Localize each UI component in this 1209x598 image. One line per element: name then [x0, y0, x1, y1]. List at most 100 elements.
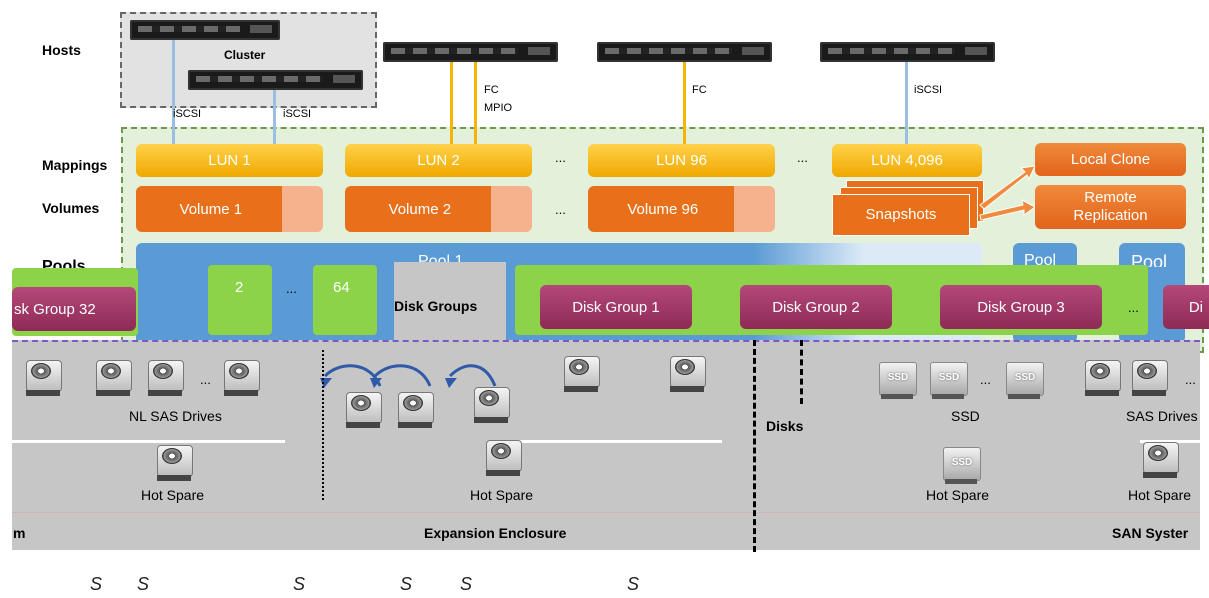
host-server-fc-mpio: [383, 42, 558, 62]
bottom-s-1: S: [90, 574, 103, 594]
disk-group-ellipsis: ...: [1128, 300, 1139, 315]
bottom-s-5: S: [460, 574, 473, 594]
nl-sas-drive-4: [222, 358, 260, 398]
bottom-s-6: S: [627, 574, 640, 594]
ssd-hot-spare: SSD: [942, 445, 981, 485]
hot-spare-drive-1: [155, 443, 193, 483]
fc-link-a: [450, 62, 453, 146]
volumes-row-label: Volumes: [42, 200, 100, 216]
expansion-drive-1: [344, 390, 382, 430]
pool-2-label: Pool: [1024, 252, 1057, 265]
iscsi-link-2: [273, 90, 276, 146]
disk-group-cut: Di: [1163, 285, 1209, 329]
disks-label: Disks: [766, 418, 804, 434]
link-label-iscsi-3: iSCSI: [914, 84, 943, 96]
link-label-iscsi-2: iSCSI: [283, 108, 312, 120]
enclosure-divider-mid: [500, 440, 722, 443]
volume-1-label: Volume 1: [179, 200, 243, 218]
snapshot-arrows: [979, 165, 1036, 221]
bottom-s-3: S: [293, 574, 306, 594]
fc-link-c: [683, 62, 686, 146]
iscsi-link-3: [905, 62, 908, 146]
lun-4096: LUN 4,096: [832, 144, 982, 177]
disk-group-1: Disk Group 1: [540, 285, 692, 329]
volume-1: Volume 1: [136, 186, 323, 232]
ssd-drive-3-text: SSD: [1006, 362, 1044, 396]
cluster-label: Cluster: [224, 48, 266, 62]
dashed-purple-line: [12, 340, 1200, 342]
volume-2-label: Volume 2: [388, 200, 452, 218]
disk-group-small-64-label: 64: [333, 279, 350, 296]
mappings-row-label: Mappings: [42, 157, 108, 173]
dg1-drive-1: [562, 354, 600, 394]
disk-group-small-64: [313, 265, 377, 335]
sas-drive-2: [1130, 358, 1168, 398]
link-label-iscsi-1: iSCSI: [173, 108, 202, 120]
disk-group-3: Disk Group 3: [940, 285, 1102, 329]
ssd-drive-3: SSD: [1005, 360, 1044, 400]
hot-spare-label-1: Hot Spare: [141, 487, 205, 503]
volume-ellipsis: ...: [555, 202, 566, 217]
iscsi-link-1: [172, 40, 175, 146]
local-clone: Local Clone: [1035, 143, 1186, 176]
nl-sas-drive-3: [146, 358, 184, 398]
hosts-row-label: Hosts: [42, 42, 81, 58]
expansion-drive-2: [396, 390, 434, 430]
volume-2: Volume 2: [345, 186, 532, 232]
nl-sas-drive-2: [94, 358, 132, 398]
lun-ellipsis-2: ...: [797, 150, 808, 165]
hot-spare-label-3: Hot Spare: [926, 487, 990, 503]
enclosure-divider-right: [1140, 440, 1200, 443]
hot-spare-drive-2: [484, 438, 522, 478]
disk-group-small-2-label: 2: [235, 279, 244, 296]
enclosure-dotted-bottom: [12, 512, 1200, 513]
disk-groups-label: Disk Groups: [394, 298, 478, 314]
fc-link-b: [474, 62, 477, 146]
volume-96: Volume 96: [588, 186, 775, 232]
link-label-fc-2: FC: [692, 84, 707, 96]
expansion-dotted-line: [322, 350, 324, 500]
link-label-mpio: MPIO: [484, 102, 513, 114]
volume-96-label: Volume 96: [627, 200, 699, 218]
enclosure-label-middle: Expansion Enclosure: [424, 525, 567, 541]
pool-3-label: Pool: [1131, 252, 1168, 267]
lun-2: LUN 2: [345, 144, 532, 177]
sas-drive-1: [1083, 358, 1121, 398]
remote-replication: Remote Replication: [1035, 185, 1186, 229]
disk-groups-callout: [394, 262, 506, 354]
link-label-fc: FC: [484, 84, 499, 96]
ssd-hot-spare-text: SSD: [943, 447, 981, 481]
ssd-drive-1-text: SSD: [879, 362, 917, 396]
ssd-drive-1: SSD: [878, 360, 917, 400]
disks-separator: [753, 340, 756, 552]
nl-sas-ellipsis: ...: [200, 372, 211, 387]
lun-ellipsis-1: ...: [555, 150, 566, 165]
snapshots: Snapshots: [832, 194, 970, 236]
enclosure-label-left: m: [13, 525, 26, 541]
host-server-fc: [597, 42, 772, 62]
disk-group-32: sk Group 32: [12, 287, 136, 331]
nl-sas-label: NL SAS Drives: [129, 408, 222, 424]
expansion-drive-3: [472, 385, 510, 425]
lun-96: LUN 96: [588, 144, 775, 177]
ssd-ellipsis: ...: [980, 372, 991, 387]
ssd-label: SSD: [951, 408, 980, 424]
lun-1: LUN 1: [136, 144, 323, 177]
enclosure-area: [12, 340, 1200, 550]
enclosure-label-right: SAN Syster: [1112, 525, 1189, 541]
bottom-s-2: S: [137, 574, 150, 594]
hot-spare-label-2: Hot Spare: [470, 487, 534, 503]
sas-ellipsis: ...: [1185, 372, 1196, 387]
disk-group-2: Disk Group 2: [740, 285, 892, 329]
cluster-server-2: [188, 70, 363, 90]
dg1-drive-2: [668, 354, 706, 394]
disk-group-small-2: [208, 265, 272, 335]
cluster-server-1: [130, 20, 280, 40]
ssd-drive-2-text: SSD: [930, 362, 968, 396]
host-server-iscsi: [820, 42, 995, 62]
bottom-s-4: S: [400, 574, 413, 594]
hot-spare-label-4: Hot Spare: [1128, 487, 1192, 503]
disks-connector: [800, 340, 803, 404]
hot-spare-drive-4: [1141, 440, 1179, 480]
ssd-drive-2: SSD: [929, 360, 968, 400]
